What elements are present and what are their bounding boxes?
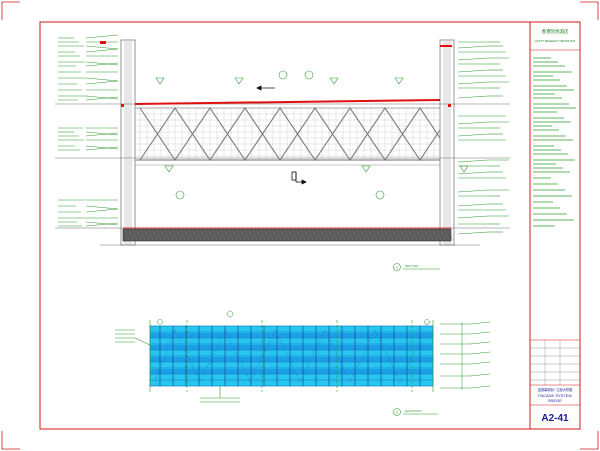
section-notes-right bbox=[457, 41, 509, 235]
elevation-diagonals bbox=[154, 329, 426, 383]
svg-text:2: 2 bbox=[396, 410, 399, 415]
section-arrow-icon bbox=[256, 85, 307, 185]
elevation-notes bbox=[115, 329, 240, 403]
elevation-view-title: 2 ELEVATION bbox=[393, 408, 438, 416]
svg-text:1: 1 bbox=[396, 265, 399, 270]
general-notes bbox=[533, 57, 576, 227]
elevation-bands bbox=[150, 331, 433, 381]
sheet-number: A2-41 bbox=[541, 413, 569, 424]
level-markers bbox=[155, 77, 469, 173]
section-label: SECTION bbox=[405, 264, 418, 268]
section-view: 1 SECTION bbox=[55, 34, 510, 271]
roof-line bbox=[134, 99, 441, 105]
column-markers bbox=[100, 41, 452, 107]
elevation-view: 2 ELEVATION bbox=[115, 310, 491, 416]
project-name-cn: 香港凯悦酒店 bbox=[542, 28, 569, 35]
drawing-title-cn: 连廊幕墙剖 / 立面大样图 bbox=[538, 387, 573, 392]
title-block: 香港凯悦酒店 HYATT REGENCY RETROFIT 连廊幕墙剖 / 立面… bbox=[529, 21, 581, 430]
elevation-dimensions bbox=[440, 321, 491, 390]
truss-diagonals bbox=[139, 107, 441, 161]
elevation-label: ELEVATION bbox=[405, 409, 421, 413]
elevation-mullions bbox=[159, 320, 421, 392]
drawing-title-en-2: BRIDGE bbox=[548, 399, 562, 403]
grid-bubble-icon bbox=[175, 70, 385, 200]
section-view-title: 1 SECTION bbox=[393, 263, 440, 271]
truss-infill bbox=[135, 109, 440, 159]
drawing-title-en-1: FACADE SYSTEM bbox=[538, 393, 572, 398]
project-name-en: HYATT REGENCY RETROFIT bbox=[535, 39, 576, 43]
section-notes-left bbox=[58, 34, 119, 227]
